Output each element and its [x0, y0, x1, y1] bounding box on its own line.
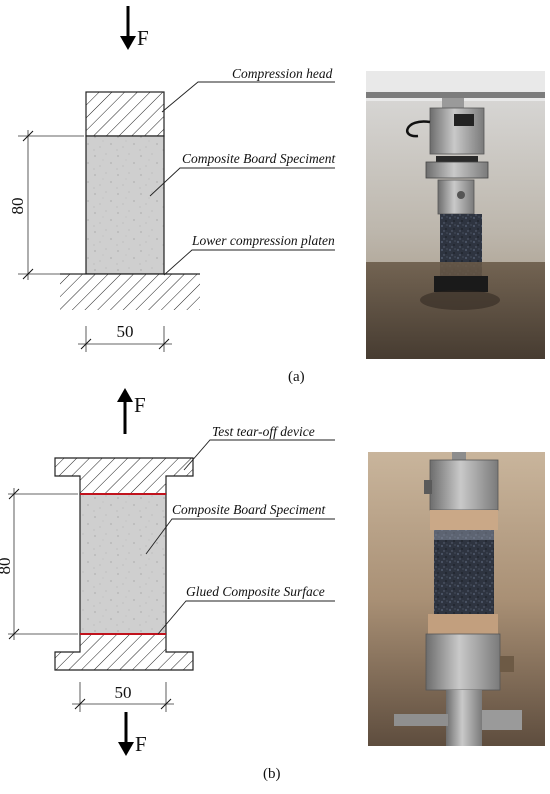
width-dimension-b: 50	[72, 682, 174, 712]
specimen-b	[79, 493, 167, 635]
force-arrow-down-a: F	[120, 6, 149, 50]
force-label-a: F	[137, 26, 149, 50]
height-dimension-b: 80	[0, 488, 78, 640]
dim-height-b: 80	[0, 558, 14, 575]
dim-height-a: 80	[8, 198, 27, 215]
dim-width-a: 50	[117, 322, 134, 341]
tear-off-device-bottom	[54, 633, 194, 671]
caption-a: (a)	[288, 369, 305, 385]
force-arrow-down-b: F	[118, 712, 147, 756]
width-dimension-a: 50	[78, 322, 172, 352]
height-dimension-a: 80	[8, 130, 84, 280]
specimen-a	[85, 135, 165, 275]
tear-off-device-top	[54, 457, 194, 495]
caption-b: (b)	[263, 766, 281, 782]
force-label-bottom-b: F	[135, 732, 147, 756]
figure-b: F 80 50	[0, 388, 545, 782]
label-specimen-b: Composite Board Speciment	[172, 502, 326, 517]
label-compression-head: Compression head	[232, 66, 333, 81]
photo-a	[366, 71, 545, 359]
label-lower-platen: Lower compression platen	[191, 233, 335, 248]
compression-head	[85, 91, 165, 137]
label-specimen-a: Composite Board Speciment	[182, 151, 336, 166]
force-arrow-up-b: F	[117, 388, 146, 434]
lower-platen	[60, 274, 200, 310]
figure-a: F 80 50 Compression head	[8, 6, 545, 385]
dim-width-b: 50	[115, 683, 132, 702]
label-glued-surface: Glued Composite Surface	[186, 584, 325, 599]
label-tear-off-device: Test tear-off device	[212, 424, 315, 439]
photo-b	[368, 452, 545, 746]
force-label-top-b: F	[134, 393, 146, 417]
